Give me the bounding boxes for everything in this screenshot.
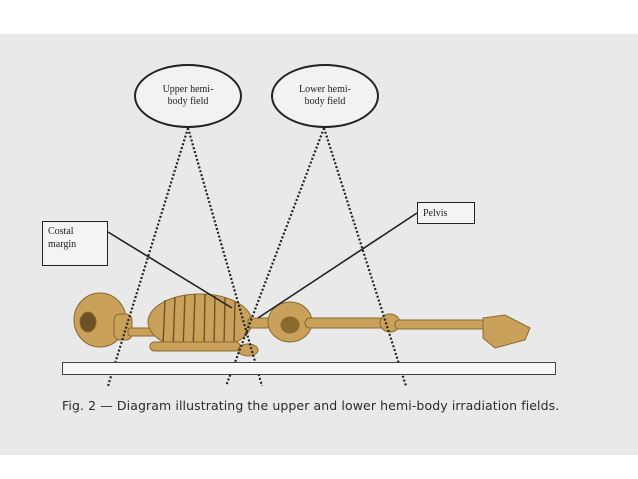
costal-margin-label: Costal margin (42, 221, 108, 266)
lower-field-oval: Lower hemi-body field (271, 64, 379, 128)
treatment-table (62, 362, 556, 375)
lower-field-label: Lower hemi-body field (299, 84, 351, 107)
upper-field-label: Upper hemi-body field (162, 84, 214, 107)
pelvis-label: Pelvis (417, 202, 475, 224)
figure-caption: Fig. 2 — Diagram illustrating the upper … (62, 398, 560, 413)
upper-field-oval: Upper hemi-body field (134, 64, 242, 128)
skeleton-illustration (73, 292, 531, 357)
